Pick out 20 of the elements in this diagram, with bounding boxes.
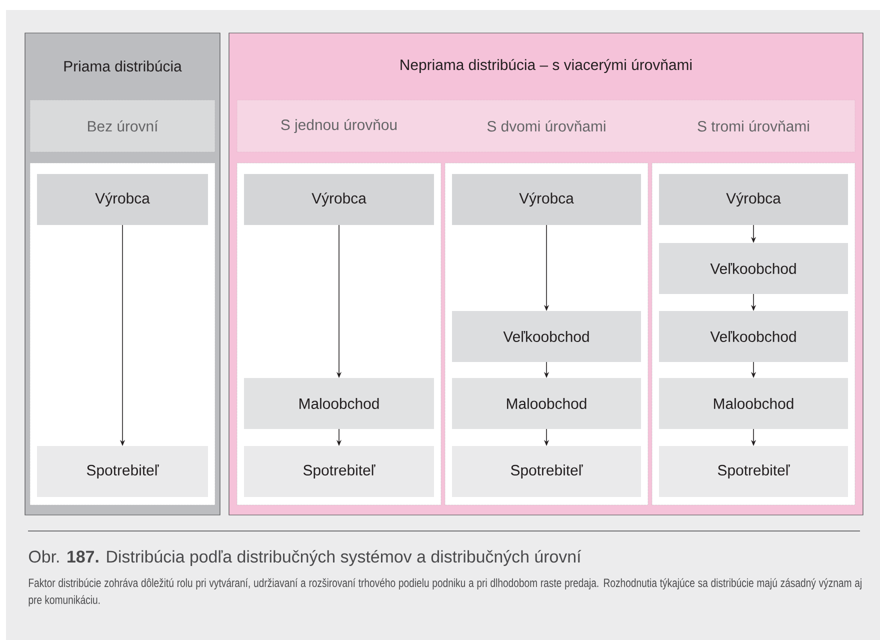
process-box: Veľkoobchod	[659, 243, 848, 294]
process-box: Spotrebiteľ	[244, 446, 434, 497]
process-box: Spotrebiteľ	[452, 446, 641, 497]
process-box: Výrobca	[37, 174, 208, 225]
process-box: Veľkoobchod	[659, 311, 848, 362]
process-box: Maloobchod	[659, 378, 848, 429]
process-box: Spotrebiteľ	[37, 446, 208, 497]
figure-caption: Obr. 187. Distribúcia podľa distribučných systémov a distribučných úrovní	[29, 550, 582, 566]
column-heading: S jednou úrovňou	[281, 118, 397, 134]
process-box: Veľkoobchod	[452, 311, 641, 362]
process-box: Výrobca	[244, 174, 434, 225]
column-heading: Bez úrovní	[88, 120, 158, 132]
column-heading: S tromi úrovňami	[698, 120, 809, 132]
process-box: Maloobchod	[244, 378, 434, 429]
process-box: Maloobchod	[452, 378, 641, 429]
process-box: Spotrebiteľ	[659, 446, 848, 497]
process-box: Výrobca	[452, 174, 641, 225]
caption-text: Faktor distribúcie zohráva dôležitú rolu pri vytváraní, udržiavaní a rozširovaní trhového podielu podniku a pri dlhodobom raste predaja. Rozhodnutia týkajúce sa distribúcie majú zásadný význam aj pre komunikáciu.	[28, 578, 862, 606]
process-box: Výrobca	[659, 174, 848, 225]
column-heading: S dvomi úrovňami	[487, 120, 606, 132]
